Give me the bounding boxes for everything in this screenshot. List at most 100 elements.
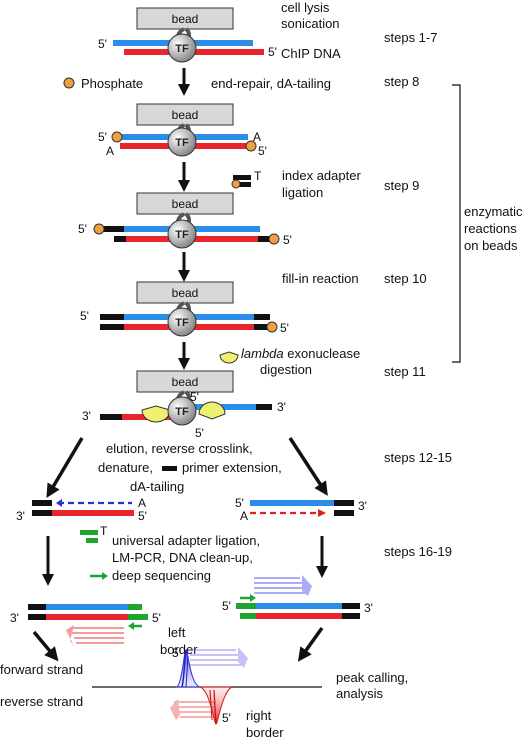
digestion-text: digestion bbox=[260, 362, 312, 377]
sonication-text: sonication bbox=[281, 16, 340, 31]
adapter-black bbox=[254, 314, 270, 320]
deep-sequencing-text: deep sequencing bbox=[112, 568, 211, 583]
t-base-label: T bbox=[254, 169, 262, 183]
bead-label: bead bbox=[172, 12, 199, 26]
lambda-text: lambda exonuclease bbox=[241, 346, 360, 361]
five-prime-label: 5' bbox=[98, 37, 107, 51]
analysis-text: analysis bbox=[336, 686, 383, 701]
phosphate-icon bbox=[268, 233, 280, 245]
three-prime-label: 3' bbox=[82, 409, 91, 423]
five-prime-label: 5' bbox=[98, 130, 107, 144]
three-prime-label: 3' bbox=[277, 400, 286, 414]
three-prime-label: 3' bbox=[364, 601, 373, 615]
index-adapter-icon bbox=[231, 175, 251, 189]
bead-label: bead bbox=[172, 375, 199, 389]
bead-label: bead bbox=[172, 197, 199, 211]
tf-protein-icon bbox=[167, 396, 197, 426]
universal-adapter-icon bbox=[80, 530, 98, 543]
tf-label: TF bbox=[175, 43, 189, 55]
bead-label: bead bbox=[172, 286, 199, 300]
bead-label: bead bbox=[172, 108, 199, 122]
fill-in-text: fill-in reaction bbox=[282, 271, 359, 286]
peak-calling-text: peak calling, bbox=[336, 670, 408, 685]
tf-protein-icon bbox=[167, 33, 197, 63]
five-prime-label: 5' bbox=[235, 496, 244, 510]
adapter-black bbox=[100, 414, 122, 420]
stage-1-complex: bead TF 5' 5' bbox=[98, 7, 277, 63]
reverse-strand-text: reverse strand bbox=[0, 694, 83, 709]
adapter-black bbox=[114, 236, 126, 242]
lambda-exonuclease-icon bbox=[219, 351, 239, 364]
step-label: step 8 bbox=[384, 74, 419, 89]
tf-protein-icon bbox=[167, 219, 197, 249]
stage-2-complex: bead TF 5' A A 5' bbox=[98, 103, 267, 158]
tf-label: TF bbox=[175, 406, 189, 418]
stage-4-complex: bead TF 5' 5' bbox=[80, 281, 289, 337]
reverse-library: 5' 3' bbox=[222, 575, 373, 619]
t-base-label: T bbox=[100, 524, 108, 538]
process-arrow bbox=[32, 630, 59, 662]
phosphate-icon bbox=[111, 131, 123, 143]
adapter-black bbox=[254, 324, 270, 330]
adapter-black bbox=[256, 404, 272, 410]
right-border-text: right bbox=[246, 708, 272, 723]
phosphate-icon bbox=[93, 223, 105, 235]
step-label: step 10 bbox=[384, 271, 427, 286]
five-prime-label: 5' bbox=[280, 321, 289, 335]
step-label: steps 16-19 bbox=[384, 544, 452, 559]
bead-box bbox=[136, 103, 234, 126]
sequencing-primer-icon bbox=[90, 572, 108, 580]
five-prime-label: 5' bbox=[222, 711, 231, 725]
primer-extension-text: primer extension, bbox=[182, 460, 282, 475]
adapter-black bbox=[258, 236, 272, 242]
stage-5-complex: bead TF 5' 5' 3' 3' bbox=[82, 370, 286, 440]
right-border-text: border bbox=[246, 725, 284, 739]
phosphate-icon bbox=[245, 140, 257, 152]
five-prime-label: 5' bbox=[258, 144, 267, 158]
a-base-label: A bbox=[240, 509, 248, 523]
enzymatic-bracket bbox=[452, 84, 461, 363]
five-prime-label: 5' bbox=[78, 222, 87, 236]
five-prime-label: 5' bbox=[152, 611, 161, 625]
a-base-label: A bbox=[138, 496, 146, 510]
stage-3-complex: bead TF 5' 5' bbox=[78, 192, 292, 249]
forward-strand-text: forward strand bbox=[0, 662, 83, 677]
phosphate-icon bbox=[266, 321, 278, 333]
elution-text: elution, reverse crosslink, bbox=[106, 441, 253, 456]
lm-pcr-text: LM-PCR, DNA clean-up, bbox=[112, 550, 253, 565]
bead-box bbox=[136, 281, 234, 304]
bracket-text: on beads bbox=[464, 238, 518, 253]
bracket-text: reactions bbox=[464, 221, 517, 236]
five-prime-label: 5' bbox=[172, 646, 181, 660]
five-prime-label: 5' bbox=[222, 599, 231, 613]
reverse-peak: 5' bbox=[170, 686, 233, 725]
tf-label: TF bbox=[175, 317, 189, 329]
three-prime-label: 3' bbox=[10, 611, 19, 625]
end-repair-text: end-repair, dA-tailing bbox=[211, 76, 331, 91]
bead-box bbox=[136, 370, 234, 393]
adapter-black bbox=[100, 314, 124, 320]
chip-dna-text: ChIP DNA bbox=[281, 46, 341, 61]
adapter-black bbox=[102, 226, 124, 232]
five-prime-label: 5' bbox=[80, 309, 89, 323]
tf-label: TF bbox=[175, 229, 189, 241]
step-label: step 9 bbox=[384, 178, 419, 193]
lambda-exonuclease-icon bbox=[198, 401, 226, 420]
three-prime-label: 3' bbox=[358, 499, 367, 513]
process-arrow bbox=[297, 626, 324, 662]
step-label: step 11 bbox=[384, 364, 426, 379]
five-prime-label: 5' bbox=[268, 45, 277, 59]
three-prime-label: 3' bbox=[16, 509, 25, 523]
a-base-label: A bbox=[106, 144, 114, 158]
reverse-reads-icon bbox=[66, 625, 124, 646]
tf-label: TF bbox=[175, 137, 189, 149]
forward-peak: 5' bbox=[172, 646, 248, 688]
tf-protein-icon bbox=[167, 127, 197, 157]
process-arrow bbox=[288, 437, 328, 496]
universal-adapter-text: universal adapter ligation, bbox=[112, 533, 260, 548]
right-strand-product: 5' A 3' bbox=[235, 496, 367, 523]
index-adapter-text: index adapter bbox=[282, 168, 361, 183]
cell-lysis-text: cell lysis bbox=[281, 0, 330, 15]
step-label: steps 1-7 bbox=[384, 30, 437, 45]
